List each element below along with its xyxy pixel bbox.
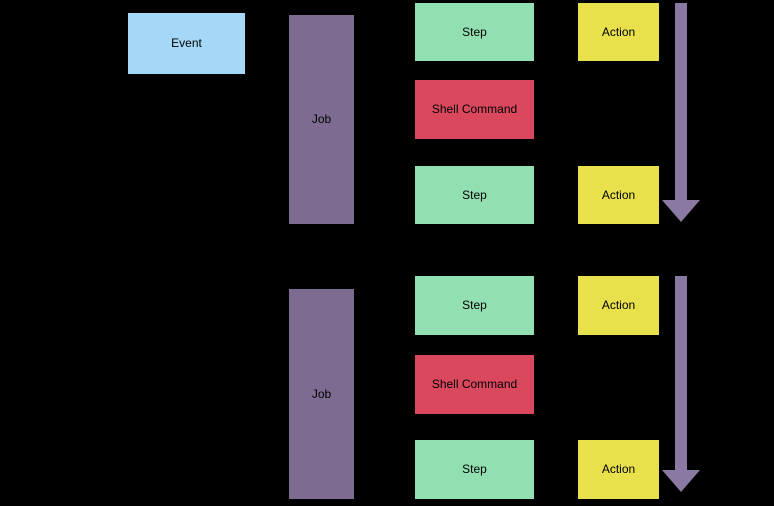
action-node-1: Action xyxy=(578,3,659,61)
step-node-2: Step xyxy=(415,166,534,224)
step-node-3: Step xyxy=(415,276,534,335)
shell-command-node-1: Shell Command xyxy=(415,80,534,139)
action-node-3: Action xyxy=(578,276,659,335)
action-node-2: Action xyxy=(578,166,659,224)
arrow-down-icon xyxy=(662,200,700,222)
job-node-2: Job xyxy=(289,289,354,499)
job-node-1: Job xyxy=(289,15,354,224)
step-node-1: Step xyxy=(415,3,534,61)
flow-arrow-2-shaft xyxy=(675,276,687,470)
action-node-4: Action xyxy=(578,440,659,499)
arrow-down-icon xyxy=(662,470,700,492)
event-node: Event xyxy=(128,13,245,74)
shell-command-node-2: Shell Command xyxy=(415,355,534,414)
step-node-4: Step xyxy=(415,440,534,499)
flow-arrow-1-shaft xyxy=(675,3,687,200)
